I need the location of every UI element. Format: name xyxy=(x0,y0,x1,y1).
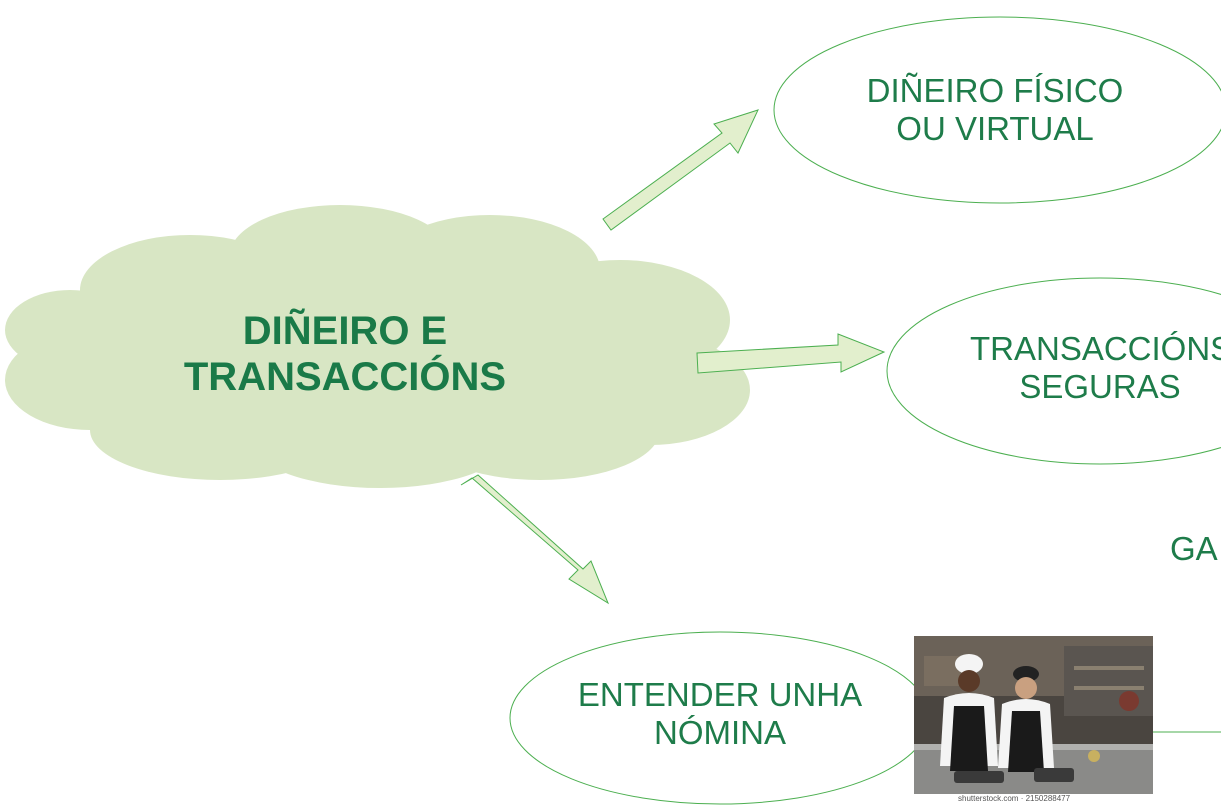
node-payroll-label: ENTENDER UNHA NÓMINA xyxy=(545,676,895,752)
node-secure-line1: TRANSACCIÓNS xyxy=(970,330,1221,367)
node-secure-ellipse xyxy=(886,277,1221,465)
node-secure-label: TRANSACCIÓNS SEGURAS xyxy=(970,330,1221,406)
node-physical-line1: DIÑEIRO FÍSICO xyxy=(866,72,1124,109)
node-partial-clip: GA xyxy=(1160,530,1221,575)
node-payroll-line2: NÓMINA xyxy=(654,714,786,751)
node-physical-label: DIÑEIRO FÍSICO OU VIRTUAL xyxy=(800,72,1190,148)
image-credit: shutterstock.com · 2150288477 xyxy=(958,794,1071,803)
main-topic-line2: TRANSACCIÓNS xyxy=(183,355,507,399)
node-physical-line2: OU VIRTUAL xyxy=(896,110,1094,147)
arrow-to-physical xyxy=(602,109,759,231)
node-secure-clip: TRANSACCIÓNS SEGURAS xyxy=(900,330,1221,420)
arrow-to-payroll xyxy=(460,474,610,605)
node-secure-line2: SEGURAS xyxy=(1019,368,1181,405)
arrow-to-secure xyxy=(696,333,886,374)
node-payroll-line1: ENTENDER UNHA xyxy=(577,676,863,713)
node-partial-label: GA xyxy=(1170,530,1218,567)
main-topic-line1: DIÑEIRO E xyxy=(242,309,448,353)
chefs-kitchen-photo xyxy=(914,636,1153,794)
kitchen-scene-icon xyxy=(914,636,1153,794)
main-topic-cloud xyxy=(5,205,750,488)
main-topic-label: DIÑEIRO E TRANSACCIÓNS xyxy=(120,308,570,400)
node-physical-ellipse xyxy=(773,16,1221,204)
